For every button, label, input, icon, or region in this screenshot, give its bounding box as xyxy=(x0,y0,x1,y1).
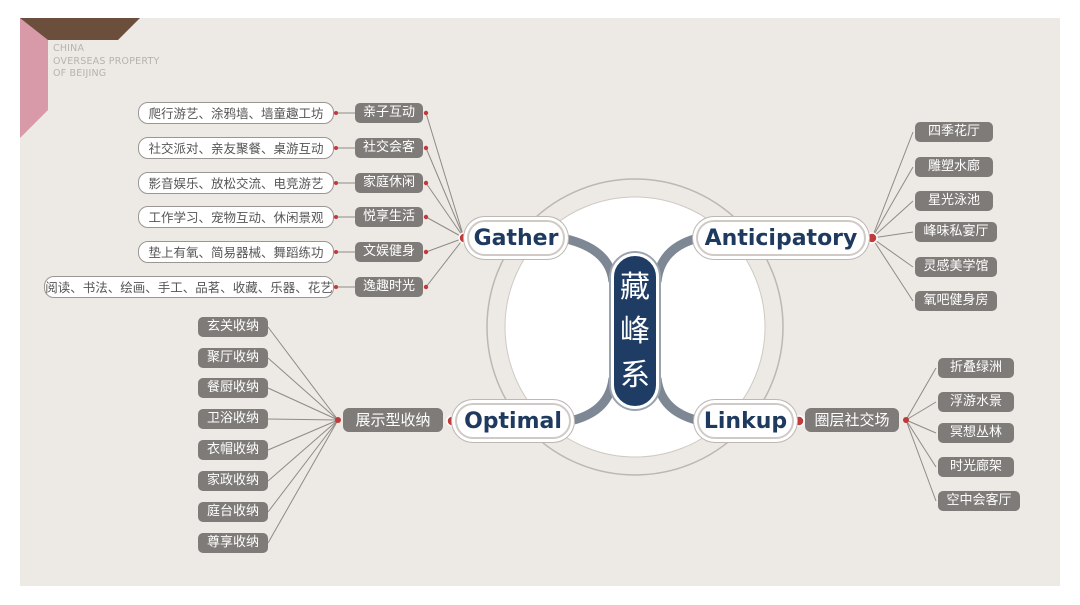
optimal-connector xyxy=(267,357,339,421)
gather-connector xyxy=(425,112,465,239)
anticipatory-item: 星光泳池 xyxy=(915,191,993,211)
optimal-connector xyxy=(267,418,339,421)
linkup-connector xyxy=(905,367,937,421)
optimal-label-dot xyxy=(335,417,341,423)
optimal-item: 餐厨收纳 xyxy=(198,378,268,398)
gather-category-dot xyxy=(423,284,429,290)
anticipatory-item: 峰味私宴厅 xyxy=(915,222,997,242)
center-node: 藏 峰 系 xyxy=(611,253,659,409)
brand-line-3: OF BEIJING xyxy=(53,68,107,79)
anticipatory-connector xyxy=(871,131,914,239)
gather-detail: 工作学习、宠物互动、休闲景观 xyxy=(138,206,334,228)
linkup-connector xyxy=(905,401,937,421)
gather-category-dot xyxy=(423,214,429,220)
hub-linkup: Linkup xyxy=(697,403,794,439)
optimal-item: 庭台收纳 xyxy=(198,502,268,522)
gather-detail: 爬行游艺、涂鸦墙、墙童趣工坊 xyxy=(138,102,334,124)
optimal-item: 聚厅收纳 xyxy=(198,348,268,368)
gather-detail: 社交派对、亲友聚餐、桌游互动 xyxy=(138,137,334,159)
hub-anticipatory: Anticipatory xyxy=(696,220,866,256)
corner-brown-band xyxy=(20,18,140,40)
optimal-item: 卫浴收纳 xyxy=(198,409,268,429)
optimal-connector xyxy=(267,419,339,482)
gather-detail-dot xyxy=(334,181,338,185)
gather-category: 逸趣时光 xyxy=(355,277,423,297)
linkup-item: 冥想丛林 xyxy=(938,423,1014,443)
outer-ring xyxy=(486,178,784,476)
linkup-label: 圈层社交场 xyxy=(805,408,899,432)
linkup-connector xyxy=(905,419,937,434)
linkup-connector xyxy=(905,419,937,502)
gather-category: 社交会客 xyxy=(355,138,423,158)
anticipatory-item: 雕塑水廊 xyxy=(915,157,993,177)
gather-category: 亲子互动 xyxy=(355,103,423,123)
gather-detail-dot xyxy=(334,215,338,219)
optimal-item: 尊享收纳 xyxy=(198,533,268,553)
gather-detail: 垫上有氧、简易器械、舞蹈练功 xyxy=(138,241,334,263)
optimal-item: 玄关收纳 xyxy=(198,317,268,337)
anticipatory-connector xyxy=(871,200,914,239)
linkup-item: 时光廊架 xyxy=(938,457,1014,477)
gather-detail-dot xyxy=(334,285,338,289)
linkup-item: 浮游水景 xyxy=(938,392,1014,412)
gather-category-dot xyxy=(423,180,429,186)
linkup-label-dot xyxy=(903,417,909,423)
optimal-item: 家政收纳 xyxy=(198,471,268,491)
linkup-connector xyxy=(905,419,937,468)
gather-connector xyxy=(425,237,465,253)
gather-category-dot xyxy=(423,145,429,151)
optimal-connector xyxy=(267,419,339,513)
gather-category: 文娱健身 xyxy=(355,242,423,262)
hub-gather: Gather xyxy=(467,220,565,256)
gather-connector xyxy=(425,216,465,239)
optimal-connector xyxy=(267,419,339,451)
center-char-3: 系 xyxy=(620,358,650,393)
center-char-1: 藏 xyxy=(620,270,650,305)
center-char-2: 峰 xyxy=(620,314,650,349)
anticipatory-item: 四季花厅 xyxy=(915,122,993,142)
brand-text: CHINA OVERSEAS PROPERTY OF BEIJING xyxy=(53,43,159,81)
optimal-connector xyxy=(267,387,339,421)
gather-category: 悦享生活 xyxy=(355,207,423,227)
anticipatory-connector xyxy=(871,237,914,268)
anticipatory-item: 氧吧健身房 xyxy=(915,291,997,311)
anticipatory-connector xyxy=(871,231,914,239)
optimal-label: 展示型收纳 xyxy=(343,408,443,432)
gather-connector xyxy=(425,147,465,239)
optimal-connector xyxy=(267,326,339,421)
gather-category-dot xyxy=(423,110,429,116)
optimal-connector xyxy=(267,419,339,544)
gather-detail: 影音娱乐、放松交流、电竞游艺 xyxy=(138,172,334,194)
anticipatory-hub-dot xyxy=(866,232,878,244)
connector-dots xyxy=(334,110,909,427)
gather-detail-dot xyxy=(334,250,338,254)
corner-pink-band xyxy=(20,18,48,138)
hub-optimal: Optimal xyxy=(455,403,571,439)
optimal-item: 衣帽收纳 xyxy=(198,440,268,460)
gather-category-dot xyxy=(423,249,429,255)
gather-detail-dot xyxy=(334,111,338,115)
brand-line-1: CHINA xyxy=(53,43,85,54)
gather-connector xyxy=(425,237,465,288)
linkup-hub-dot xyxy=(793,415,805,427)
brand-line-2: OVERSEAS PROPERTY xyxy=(53,55,160,67)
gather-detail: 阅读、书法、绘画、手工、品茗、收藏、乐器、花艺 xyxy=(44,276,334,298)
linkup-item: 空中会客厅 xyxy=(938,491,1020,511)
anticipatory-connector xyxy=(871,237,914,302)
anticipatory-connector xyxy=(871,166,914,239)
gather-connector xyxy=(425,182,465,239)
gather-detail-dot xyxy=(334,146,338,150)
linkup-item: 折叠绿洲 xyxy=(938,358,1014,378)
gather-category: 家庭休闲 xyxy=(355,173,423,193)
anticipatory-item: 灵感美学馆 xyxy=(915,257,997,277)
